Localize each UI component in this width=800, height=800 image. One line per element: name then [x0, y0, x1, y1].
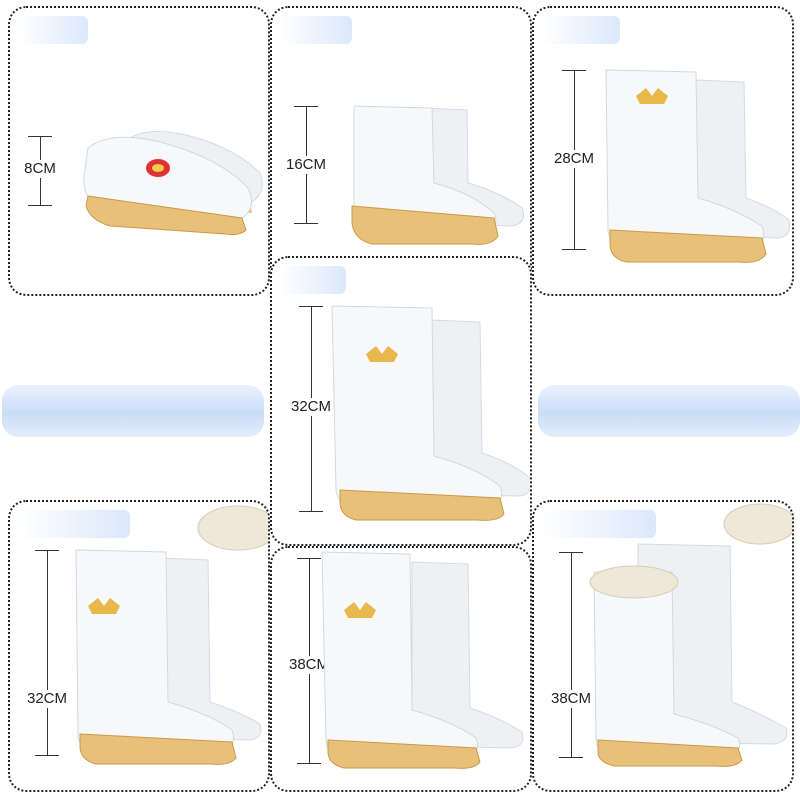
product-card-32cm-center[interactable]: 32CM	[270, 256, 532, 546]
product-card-28cm[interactable]: 28CM	[532, 6, 794, 296]
card-tab	[18, 510, 130, 538]
ankle-boot-image	[351, 105, 525, 245]
tall-boot-image	[331, 305, 530, 521]
height-measure: 16CM	[278, 106, 334, 224]
height-label: 28CM	[544, 150, 604, 168]
low-shoe-image	[83, 131, 263, 235]
lined-tall-boot-image	[589, 503, 792, 767]
height-measure: 32CM	[16, 550, 78, 756]
height-measure: 38CM	[540, 552, 602, 758]
height-measure: 32CM	[280, 306, 342, 512]
card-tab	[542, 16, 620, 44]
card-tab	[542, 510, 656, 538]
height-label: 38CM	[540, 690, 602, 708]
ingot-logo-icon	[344, 602, 376, 618]
height-label: 32CM	[16, 690, 78, 708]
height-label: 8CM	[14, 160, 66, 178]
lined-boot-image	[75, 505, 268, 765]
card-tab	[18, 16, 88, 44]
height-label: 32CM	[280, 398, 342, 416]
mid-boot-image	[605, 69, 790, 263]
fur-lining-detail	[723, 503, 792, 545]
fur-lining-detail	[197, 505, 268, 551]
decor-pill-right	[538, 385, 800, 437]
ingot-logo-icon	[366, 346, 398, 362]
height-measure: 8CM	[14, 136, 66, 206]
product-card-38cm-lined[interactable]: 38CM	[532, 500, 794, 792]
height-label: 16CM	[278, 156, 334, 174]
card-tab	[280, 266, 346, 294]
height-measure: 28CM	[544, 70, 604, 250]
product-card-16cm[interactable]: 16CM	[270, 6, 532, 296]
product-card-38cm[interactable]: 38CM	[270, 546, 532, 792]
extra-tall-boot-image	[321, 551, 524, 769]
ingot-logo-icon	[636, 88, 668, 104]
card-tab	[280, 16, 352, 44]
product-card-32cm-lined[interactable]: 32CM	[8, 500, 270, 792]
ingot-logo-icon	[88, 598, 120, 614]
product-card-8cm[interactable]: 8CM	[8, 6, 270, 296]
decor-pill-left	[2, 385, 264, 437]
